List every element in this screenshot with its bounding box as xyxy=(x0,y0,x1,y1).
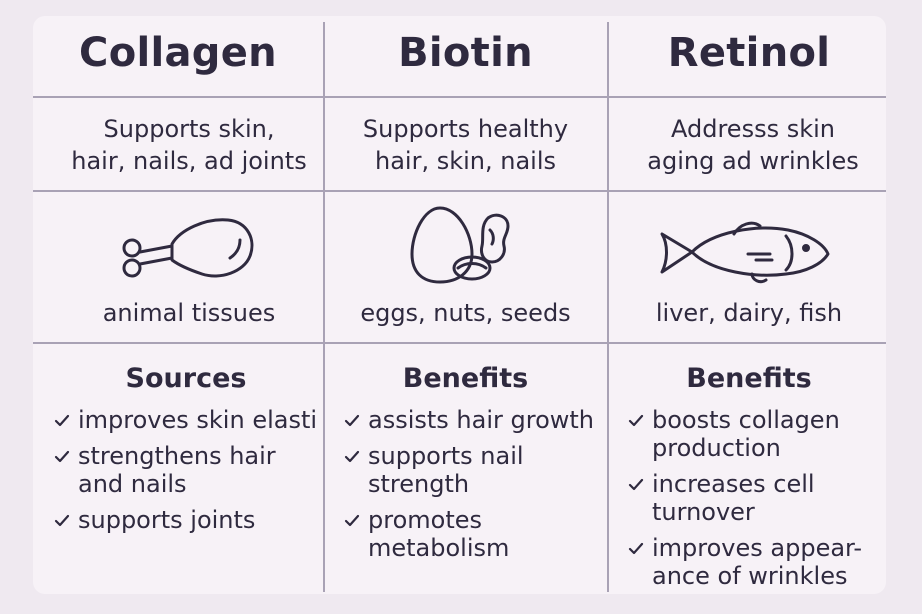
checkmark-icon xyxy=(54,414,70,427)
section-heading-retinol: Benefits xyxy=(686,363,812,394)
description-line: aging ad wrinkles xyxy=(647,147,859,175)
comparison-card xyxy=(33,16,886,594)
description-biotin: Supports healthy hair, skin, nails xyxy=(324,113,607,177)
description-line: Addresss skin xyxy=(671,115,835,143)
description-line: Supports healthy xyxy=(362,115,569,143)
row-divider xyxy=(33,96,886,98)
checkmark-icon xyxy=(628,542,644,555)
list-item-line: and nails xyxy=(78,470,187,498)
eggs-nuts-icon xyxy=(410,204,522,288)
list-item-line: improves skin elasti xyxy=(78,406,318,434)
column-divider xyxy=(607,22,609,592)
list-item: supports joints xyxy=(54,506,319,534)
description-retinol: Addresss skin aging ad wrinkles xyxy=(608,113,898,177)
checkmark-icon xyxy=(344,514,360,527)
section-heading-collagen: Sources xyxy=(125,363,247,394)
list-item-line: promotes xyxy=(368,506,482,534)
row-divider xyxy=(33,190,886,192)
list-item-line: strengthens hair xyxy=(78,442,276,470)
list-item-line: ance of wrinkles xyxy=(652,562,848,590)
section-heading-biotin: Benefits xyxy=(402,363,529,394)
benefit-list-collagen: improves skin elasti strengthens hair an… xyxy=(54,406,319,542)
description-line: hair, skin, nails xyxy=(374,147,556,175)
list-item: strengthens hair and nails xyxy=(54,442,319,498)
row-divider xyxy=(33,342,886,344)
checkmark-icon xyxy=(628,414,644,427)
fish-icon xyxy=(656,216,834,286)
checkmark-icon xyxy=(344,450,360,463)
column-title-collagen: Collagen xyxy=(79,30,277,76)
description-collagen: Supports skin, hair, nails, ad joints xyxy=(33,113,345,177)
list-item-line: boosts collagen xyxy=(652,406,840,434)
list-item: assists hair growth xyxy=(344,406,606,434)
benefit-list-biotin: assists hair growth supports nail streng… xyxy=(344,406,606,570)
column-title-biotin: Biotin xyxy=(398,30,533,76)
list-item-line: improves appear- xyxy=(652,534,863,562)
list-item: supports nail strength xyxy=(344,442,606,498)
description-line: Supports skin, xyxy=(103,115,275,143)
checkmark-icon xyxy=(628,478,644,491)
list-item-line: metabolism xyxy=(368,534,510,562)
description-line: hair, nails, ad joints xyxy=(71,147,307,175)
list-item-line: assists hair growth xyxy=(368,406,595,434)
source-collagen: animal tissues xyxy=(102,299,276,327)
list-item-line: increases cell xyxy=(652,470,815,498)
list-item-line: supports joints xyxy=(78,506,256,534)
column-divider xyxy=(323,22,325,592)
list-item: promotes metabolism xyxy=(344,506,606,562)
chicken-leg-icon xyxy=(110,210,260,286)
column-title-retinol: Retinol xyxy=(667,30,831,76)
source-retinol: liver, dairy, fish xyxy=(655,299,843,327)
checkmark-icon xyxy=(54,450,70,463)
list-item-line: turnover xyxy=(652,498,755,526)
source-biotin: eggs, nuts, seeds xyxy=(360,299,571,327)
list-item: increases cell turnover xyxy=(628,470,890,526)
checkmark-icon xyxy=(344,414,360,427)
list-item: improves appear- ance of wrinkles xyxy=(628,534,890,590)
list-item-line: production xyxy=(652,434,781,462)
benefit-list-retinol: boosts collagen production increases cel… xyxy=(628,406,890,598)
list-item-line: strength xyxy=(368,470,470,498)
list-item: improves skin elasti xyxy=(54,406,319,434)
list-item: boosts collagen production xyxy=(628,406,890,462)
checkmark-icon xyxy=(54,514,70,527)
list-item-line: supports nail xyxy=(368,442,524,470)
